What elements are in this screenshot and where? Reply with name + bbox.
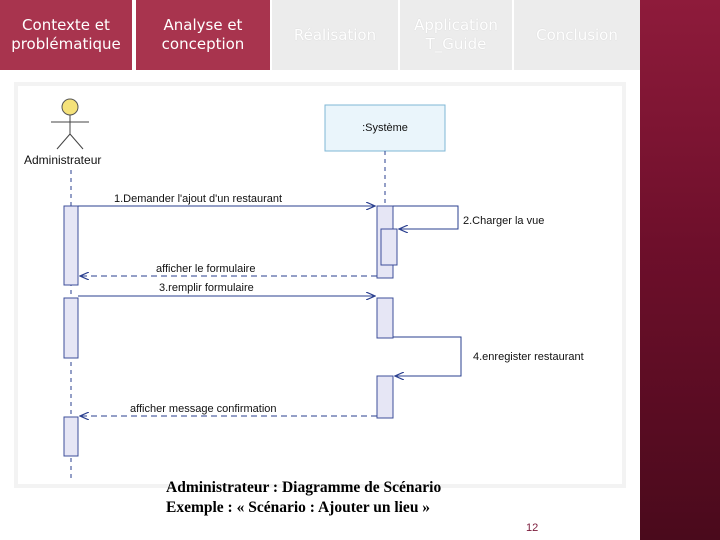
message-3-label: afficher le formulaire <box>156 263 255 275</box>
system-activation-nested <box>380 228 398 266</box>
tab-conclusion-label: Conclusion <box>536 25 618 44</box>
tab-application-line1: Application <box>414 16 498 34</box>
actor-activation-3 <box>63 416 79 457</box>
tab-application[interactable]: Application T_Guide <box>400 0 512 70</box>
decorative-side-band <box>640 0 720 540</box>
actor-activation-2 <box>63 297 79 359</box>
tab-analyse-line2: conception <box>161 35 245 53</box>
tab-contexte-line2: problématique <box>11 35 121 53</box>
actor-label: Administrateur <box>24 153 101 167</box>
caption-line-1: Administrateur : Diagramme de Scénario <box>166 479 442 496</box>
message-2-label: 2.Charger la vue <box>463 215 544 227</box>
message-5-label: 4.enregister restaurant <box>473 351 584 363</box>
system-activation-3 <box>376 375 394 419</box>
message-4-label: 3.remplir formulaire <box>159 282 254 294</box>
tab-application-line2: T_Guide <box>425 35 487 53</box>
tab-contexte-line1: Contexte et <box>22 16 110 34</box>
system-lifeline-head <box>324 104 446 152</box>
caption-line-2: Exemple : « Scénario : Ajouter un lieu » <box>166 499 431 516</box>
message-1-label: 1.Demander l'ajout d'un restaurant <box>114 193 282 205</box>
tab-conclusion[interactable]: Conclusion <box>514 0 640 70</box>
message-6-label: afficher message confirmation <box>130 403 277 415</box>
message-5-arrow <box>393 336 462 376</box>
system-label: :Système <box>362 122 408 134</box>
tab-analyse[interactable]: Analyse et conception <box>136 0 270 70</box>
message-2-arrow <box>393 205 459 229</box>
actor-figure <box>51 98 89 150</box>
system-activation-2 <box>376 297 394 339</box>
actor-activation-1 <box>63 205 79 286</box>
tab-realisation[interactable]: Réalisation <box>272 0 398 70</box>
tab-contexte[interactable]: Contexte et problématique <box>0 0 134 70</box>
tab-analyse-line1: Analyse et <box>163 16 243 34</box>
tab-realisation-label: Réalisation <box>293 25 377 44</box>
page-number: 12 <box>526 522 539 534</box>
sequence-diagram: Administrateur :Système 1.Demander l'ajo… <box>18 86 622 484</box>
